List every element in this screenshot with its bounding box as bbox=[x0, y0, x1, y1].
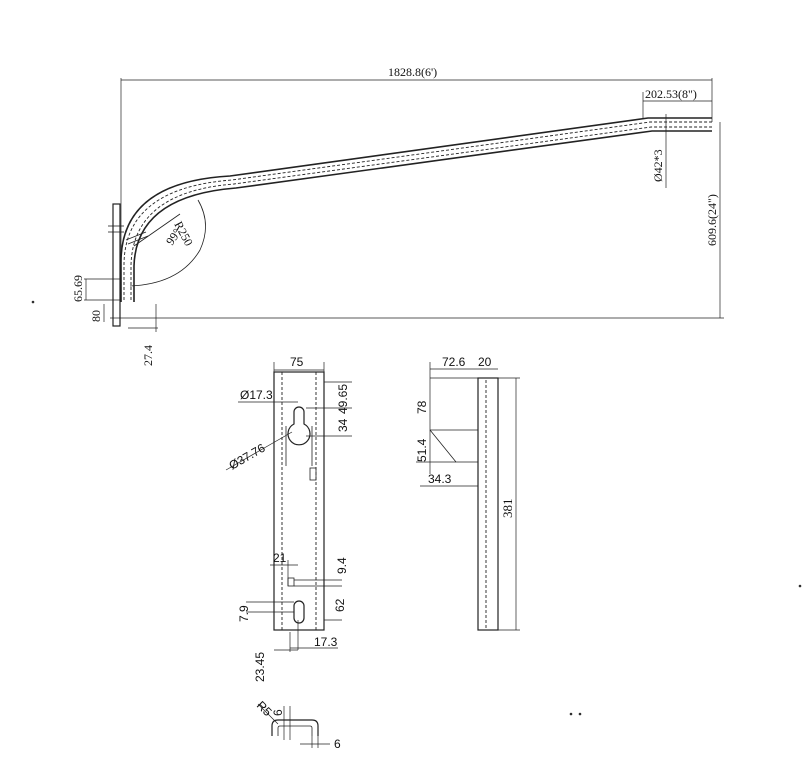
speck bbox=[578, 712, 582, 716]
height-label: 609.6(24") bbox=[705, 194, 719, 246]
speck bbox=[569, 712, 573, 716]
bend-arc bbox=[129, 199, 206, 287]
lower-slot bbox=[287, 577, 295, 587]
hook-inner bbox=[277, 725, 313, 736]
dim-34-3-label: 34.3 bbox=[428, 472, 452, 486]
pipe-hidden-line-2 bbox=[130, 126, 712, 300]
bend-radius-line bbox=[133, 213, 181, 247]
pipe-inner-wall bbox=[133, 130, 712, 302]
side-plate-outline bbox=[477, 377, 499, 631]
slot-21-label: 21 bbox=[273, 551, 287, 565]
small-slot bbox=[309, 467, 317, 481]
dim-9-4-label: 9.4 bbox=[335, 557, 349, 574]
dim-17-3-label: 17.3 bbox=[314, 635, 338, 649]
speck bbox=[798, 584, 802, 588]
keyhole-large-leader bbox=[225, 431, 293, 471]
dim-62-label: 62 bbox=[333, 598, 347, 612]
arm-view: 1828.8(6') 202.53(8") Ø42*3 609.6(24") R… bbox=[71, 65, 724, 366]
dim-78-label: 78 bbox=[415, 400, 429, 414]
plate-front-view: 75 Ø17.3 Ø37.76 49.65 34 21 9.4 bbox=[225, 355, 352, 682]
keyhole-large-label: Ø37.76 bbox=[227, 441, 268, 473]
side-depth-label: 72.6 bbox=[442, 355, 466, 369]
hook-detail: R5 6 6 bbox=[254, 698, 341, 751]
keyhole-height-label: 34 bbox=[336, 418, 350, 432]
weld-mark bbox=[125, 231, 147, 241]
keyhole-slot bbox=[287, 406, 311, 446]
plate-outline bbox=[273, 371, 325, 631]
top-offset-label: 49.65 bbox=[336, 384, 350, 414]
hook-top-label: 6 bbox=[271, 709, 285, 716]
end-length-label: 202.53(8") bbox=[645, 87, 697, 101]
dim-51-4-label: 51.4 bbox=[415, 438, 429, 462]
scan-specks bbox=[31, 300, 802, 716]
dim-7-9-label: 7.9 bbox=[237, 605, 251, 622]
overall-length-label: 1828.8(6') bbox=[388, 65, 437, 79]
pipe-diameter-label: Ø42*3 bbox=[651, 149, 665, 182]
length-label: 381 bbox=[500, 499, 515, 519]
side-thickness-label: 20 bbox=[478, 355, 492, 369]
lower-oblong-hole bbox=[293, 600, 305, 624]
bracket-slope bbox=[429, 429, 478, 463]
mount-27-label: 27.4 bbox=[141, 345, 155, 366]
weld-mark-2 bbox=[127, 235, 149, 245]
hole-small-label: Ø17.3 bbox=[240, 388, 273, 402]
plate-width-label: 75 bbox=[290, 355, 304, 369]
plate-side-view: 72.6 20 78 51.4 34.3 381 bbox=[415, 355, 520, 631]
hook-radius-leader bbox=[257, 703, 279, 725]
dim-23-45-label: 23.45 bbox=[253, 652, 267, 682]
hook-outer bbox=[271, 719, 319, 736]
hook-bottom-label: 6 bbox=[334, 737, 341, 751]
mount-gap-label: 65.69 bbox=[71, 275, 85, 302]
pipe-hidden-line-1 bbox=[123, 121, 712, 300]
pipe-outer-wall bbox=[120, 117, 712, 302]
mount-plate bbox=[112, 203, 121, 327]
speck bbox=[31, 300, 35, 304]
mount-80-label: 80 bbox=[89, 310, 103, 322]
